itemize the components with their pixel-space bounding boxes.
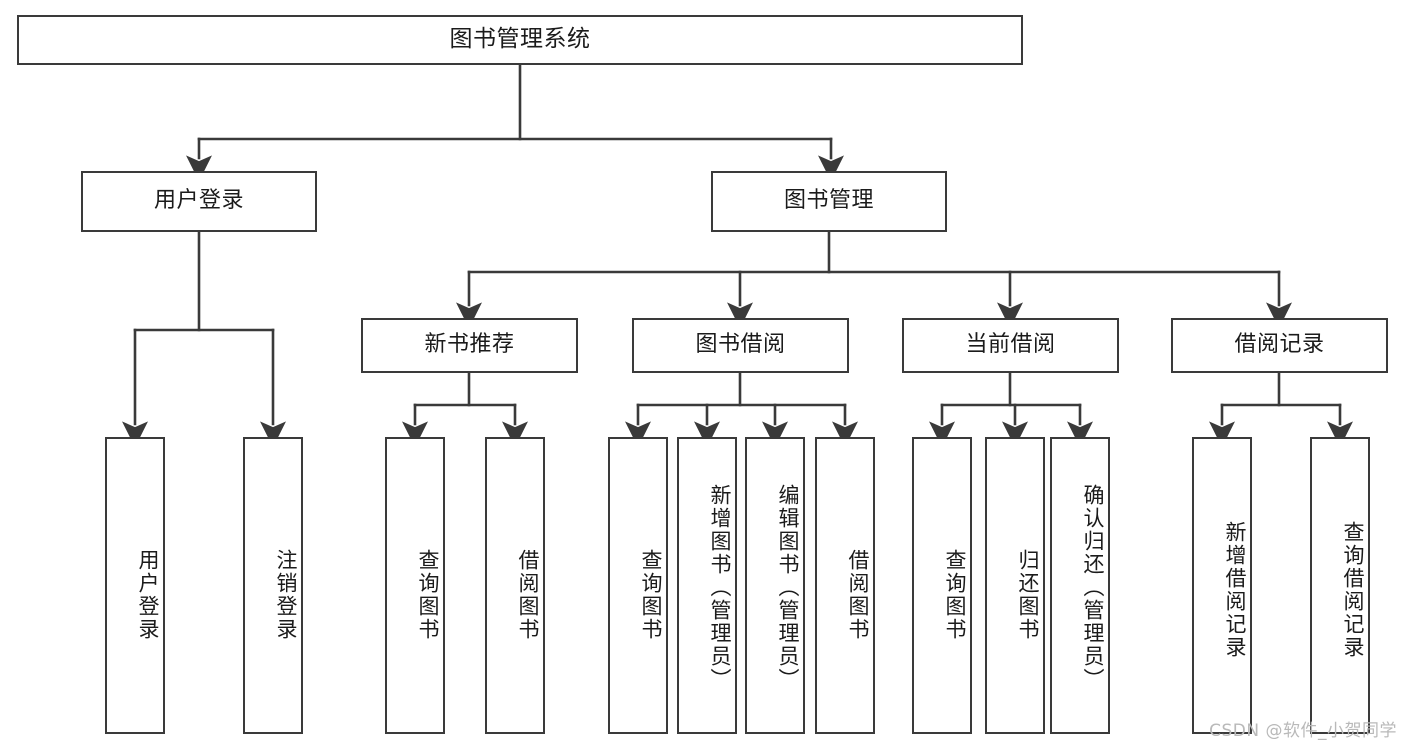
node-leaf-query-book-rec[interactable]: 查询图书 bbox=[385, 437, 445, 734]
node-leaf-return-book[interactable]: 归还图书 bbox=[985, 437, 1045, 734]
node-leaf-query-book-borrow[interactable]: 查询图书 bbox=[608, 437, 668, 734]
node-leaf-logout-login-label: 注销登录 bbox=[274, 548, 298, 641]
node-current-borrow[interactable]: 当前借阅 bbox=[902, 318, 1119, 373]
node-root[interactable]: 图书管理系统 bbox=[17, 15, 1023, 65]
node-root-label: 图书管理系统 bbox=[449, 26, 591, 53]
node-leaf-add-borrow-record[interactable]: 新增借阅记录 bbox=[1192, 437, 1252, 734]
node-leaf-confirm-return-admin-label: 确认归还（管理员） bbox=[1081, 484, 1105, 691]
node-leaf-return-book-label: 归还图书 bbox=[1016, 548, 1040, 641]
node-leaf-user-login-label: 用户登录 bbox=[136, 548, 160, 641]
node-leaf-add-book-admin[interactable]: 新增图书（管理员） bbox=[677, 437, 737, 734]
node-book-borrow-label: 图书借阅 bbox=[695, 332, 786, 358]
node-book-manage[interactable]: 图书管理 bbox=[711, 171, 947, 232]
node-user-login[interactable]: 用户登录 bbox=[81, 171, 317, 232]
node-new-book-recommend-label: 新书推荐 bbox=[424, 332, 515, 358]
node-leaf-query-book-borrow-label: 查询图书 bbox=[639, 548, 663, 641]
node-leaf-edit-book-admin-label: 编辑图书（管理员） bbox=[776, 484, 800, 691]
node-leaf-query-book-rec-label: 查询图书 bbox=[416, 548, 440, 641]
node-user-login-label: 用户登录 bbox=[153, 188, 244, 214]
node-leaf-borrow-book-rec-label: 借阅图书 bbox=[516, 548, 540, 641]
node-current-borrow-label: 当前借阅 bbox=[965, 332, 1056, 358]
node-leaf-query-borrow-record[interactable]: 查询借阅记录 bbox=[1310, 437, 1370, 734]
csdn-watermark: CSDN @软件_小贺同学 bbox=[1209, 721, 1397, 741]
node-leaf-add-borrow-record-label: 新增借阅记录 bbox=[1223, 520, 1247, 659]
node-leaf-borrow-book[interactable]: 借阅图书 bbox=[815, 437, 875, 734]
node-leaf-add-book-admin-label: 新增图书（管理员） bbox=[708, 484, 732, 691]
node-book-manage-label: 图书管理 bbox=[783, 188, 874, 214]
node-leaf-query-book-current-label: 查询图书 bbox=[943, 548, 967, 641]
node-leaf-confirm-return-admin[interactable]: 确认归还（管理员） bbox=[1050, 437, 1110, 734]
node-borrow-record-label: 借阅记录 bbox=[1234, 332, 1325, 358]
node-book-borrow[interactable]: 图书借阅 bbox=[632, 318, 849, 373]
node-leaf-logout-login[interactable]: 注销登录 bbox=[243, 437, 303, 734]
node-leaf-query-book-current[interactable]: 查询图书 bbox=[912, 437, 972, 734]
node-leaf-borrow-book-rec[interactable]: 借阅图书 bbox=[485, 437, 545, 734]
node-borrow-record[interactable]: 借阅记录 bbox=[1171, 318, 1388, 373]
node-leaf-user-login[interactable]: 用户登录 bbox=[105, 437, 165, 734]
node-leaf-borrow-book-label: 借阅图书 bbox=[846, 548, 870, 641]
node-new-book-recommend[interactable]: 新书推荐 bbox=[361, 318, 578, 373]
node-leaf-edit-book-admin[interactable]: 编辑图书（管理员） bbox=[745, 437, 805, 734]
node-leaf-query-borrow-record-label: 查询借阅记录 bbox=[1341, 520, 1365, 659]
